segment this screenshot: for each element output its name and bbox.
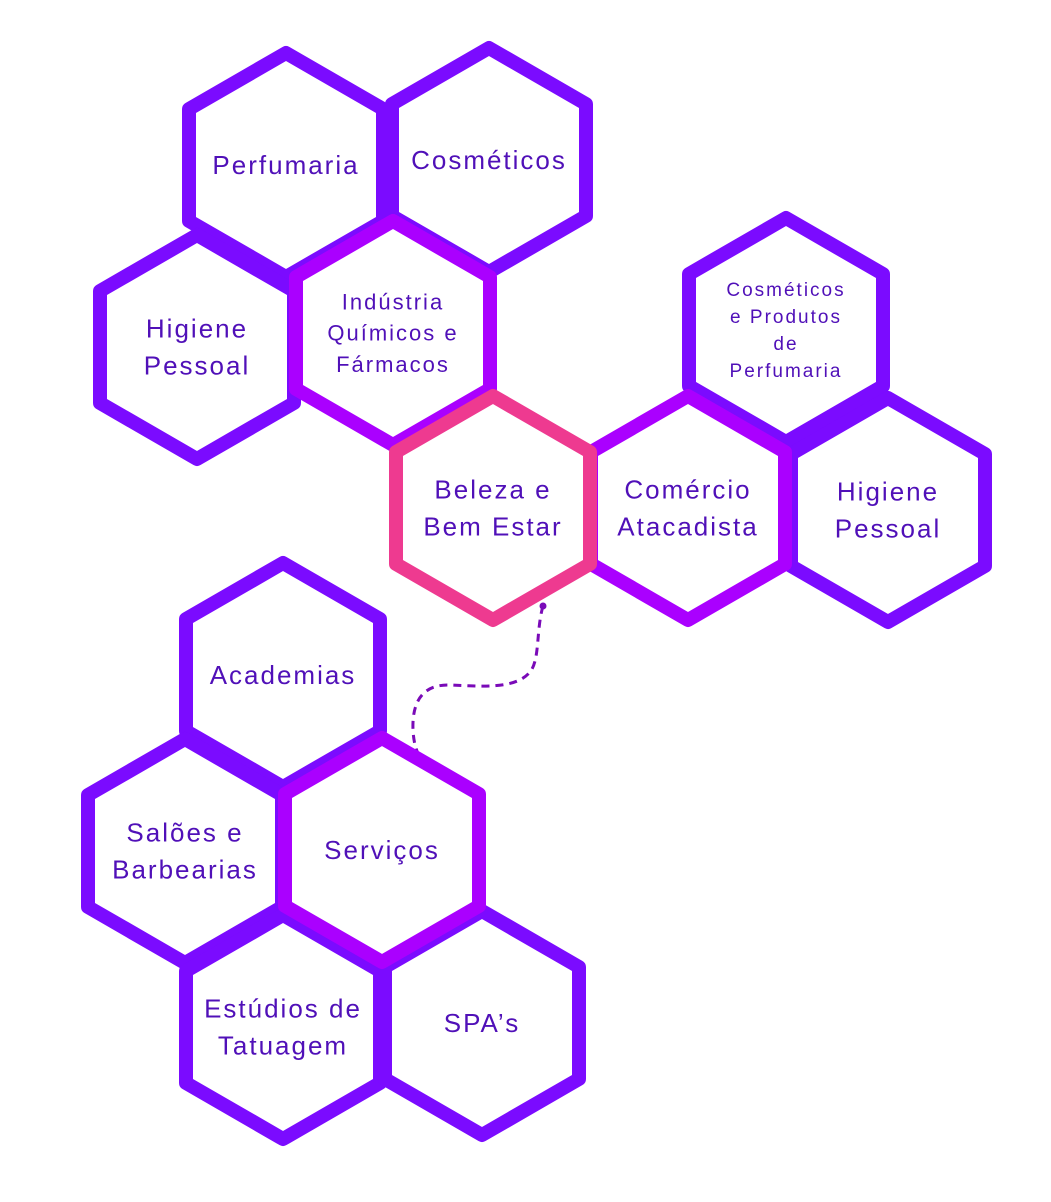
hexagon-label: Higiene [837,477,939,507]
hexagon-beleza: Beleza e Bem Estar [389,389,597,627]
hexagon-academias: Academias [179,556,387,794]
hexagon-label: Perfumaria [730,361,843,382]
hexagon-servicos: Serviços [278,731,486,969]
hexagon-label: Beleza e [434,475,551,505]
hexagon-label: Químicos e [327,321,458,346]
hexagon-outline [389,389,597,627]
hexagon-label: Salões e [126,818,243,848]
hexagon-outline [179,556,387,794]
hexagon-label: Comércio [624,475,751,505]
hexagon-label: Higiene [146,314,248,344]
hexagon-label: Estúdios de [204,994,362,1024]
hexagon-outline [784,391,992,629]
hexagon-perfumaria: Perfumaria [182,46,390,284]
hexagon-label: Serviços [324,835,440,865]
hexagon-label: Perfumaria [212,150,359,180]
hexagon-label: SPA’s [444,1008,520,1038]
hexagon-outline [289,214,497,452]
hexagon-label: Pessoal [144,351,251,381]
hexagon-label: Tatuagem [218,1031,348,1061]
hexagon-label: Bem Estar [423,512,562,542]
hexagon-label: Indústria [342,289,444,314]
hexagon-label: Cosméticos [726,280,845,301]
hexagon-label: Atacadista [617,512,758,542]
hexagon-label: e Produtos [730,307,842,328]
hexagon-label: Cosméticos [411,145,567,175]
hexagon-label: Pessoal [835,514,942,544]
hexagon-outline [182,46,390,284]
connector-endpoint [539,602,547,610]
hexagon-label: Academias [210,660,357,690]
dashed-connector [411,605,545,768]
hexagon-outline [584,389,792,627]
hexagon-outline [682,211,890,449]
hexagon-label: Barbearias [112,855,258,885]
hexagon-label: Fármacos [336,352,450,377]
hexagon-outline [93,228,301,466]
hexagon-label: de [773,334,798,355]
hexagon-outline [278,731,486,969]
